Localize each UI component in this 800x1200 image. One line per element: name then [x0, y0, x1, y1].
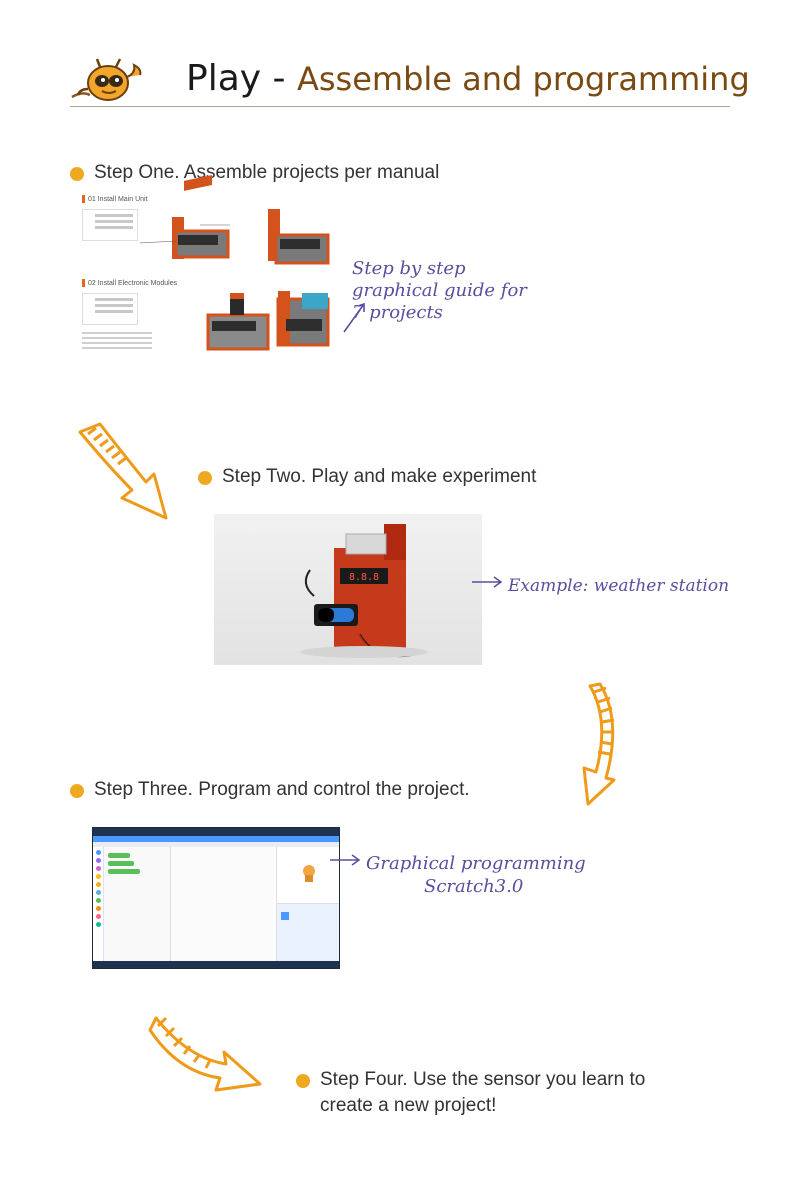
robot-mascot-icon [71, 58, 142, 101]
scratch-sprite-pane [276, 904, 339, 961]
title-subtitle: Assemble and programming [296, 60, 750, 98]
mascot-logo [70, 55, 152, 105]
scratch-annotation-line2: Scratch3.0 [424, 876, 524, 897]
photo-annotation: Example: weather station [508, 576, 730, 596]
parts-list-2 [82, 293, 138, 325]
curved-arrow-icon [78, 422, 168, 520]
arrow-up-icon [343, 302, 365, 333]
step-two: Step Two. Play and make experiment [198, 466, 536, 490]
curved-arrow-icon [148, 1016, 262, 1092]
step-four-text: Step Four. Use the sensor you learn to c… [320, 1069, 646, 1116]
bullet-icon [70, 784, 84, 798]
manual-section-2: 02 Install Electronic Modules [88, 279, 178, 287]
display-readout: 8.8.8 [349, 572, 379, 583]
page-title: Play - Assemble and programming [186, 58, 750, 99]
scratch-footer [93, 961, 339, 968]
bullet-icon [296, 1074, 310, 1088]
bullet-icon [198, 471, 212, 485]
manual-notes [82, 329, 152, 352]
scratch-tabs [93, 842, 339, 847]
weather-station-photo: 8.8.8 [214, 514, 482, 665]
scratch-categories [93, 847, 104, 961]
scratch-editor-screenshot [92, 827, 340, 969]
arrow-right-icon [330, 854, 361, 866]
parts-list-1 [82, 209, 138, 241]
step-two-text: Step Two. Play and make experiment [222, 466, 537, 487]
manual-section-1: 01 Install Main Unit [88, 195, 148, 203]
title-separator: - [261, 58, 297, 99]
weather-station-illustration: 8.8.8 [300, 524, 428, 658]
scratch-block-palette [104, 847, 171, 961]
sprite-icon [303, 865, 315, 882]
step-one-text: Step One. Assemble projects per manual [94, 162, 440, 183]
manual-annotation: Step by step graphical guide for 7 proje… [352, 258, 527, 323]
title-main: Play [186, 58, 262, 99]
scratch-annotation-line1: Graphical programming [366, 853, 586, 874]
scratch-stage [276, 847, 339, 904]
arrow-right-icon [472, 576, 503, 588]
step-one: Step One. Assemble projects per manual [70, 162, 439, 186]
assembly-diagram-1 [139, 174, 330, 351]
header-divider [70, 106, 730, 107]
step-three: Step Three. Program and control the proj… [70, 779, 470, 803]
assembly-manual-image: 01 Install Main Unit 02 Install Electron… [80, 174, 350, 365]
step-three-text: Step Three. Program and control the proj… [94, 779, 470, 800]
bullet-icon [70, 167, 84, 181]
scratch-titlebar [93, 828, 339, 836]
curved-arrow-icon [582, 682, 616, 806]
scratch-menubar [93, 836, 339, 842]
step-four: Step Four. Use the sensor you learn to c… [296, 1069, 696, 1119]
scratch-code-area [171, 847, 275, 961]
